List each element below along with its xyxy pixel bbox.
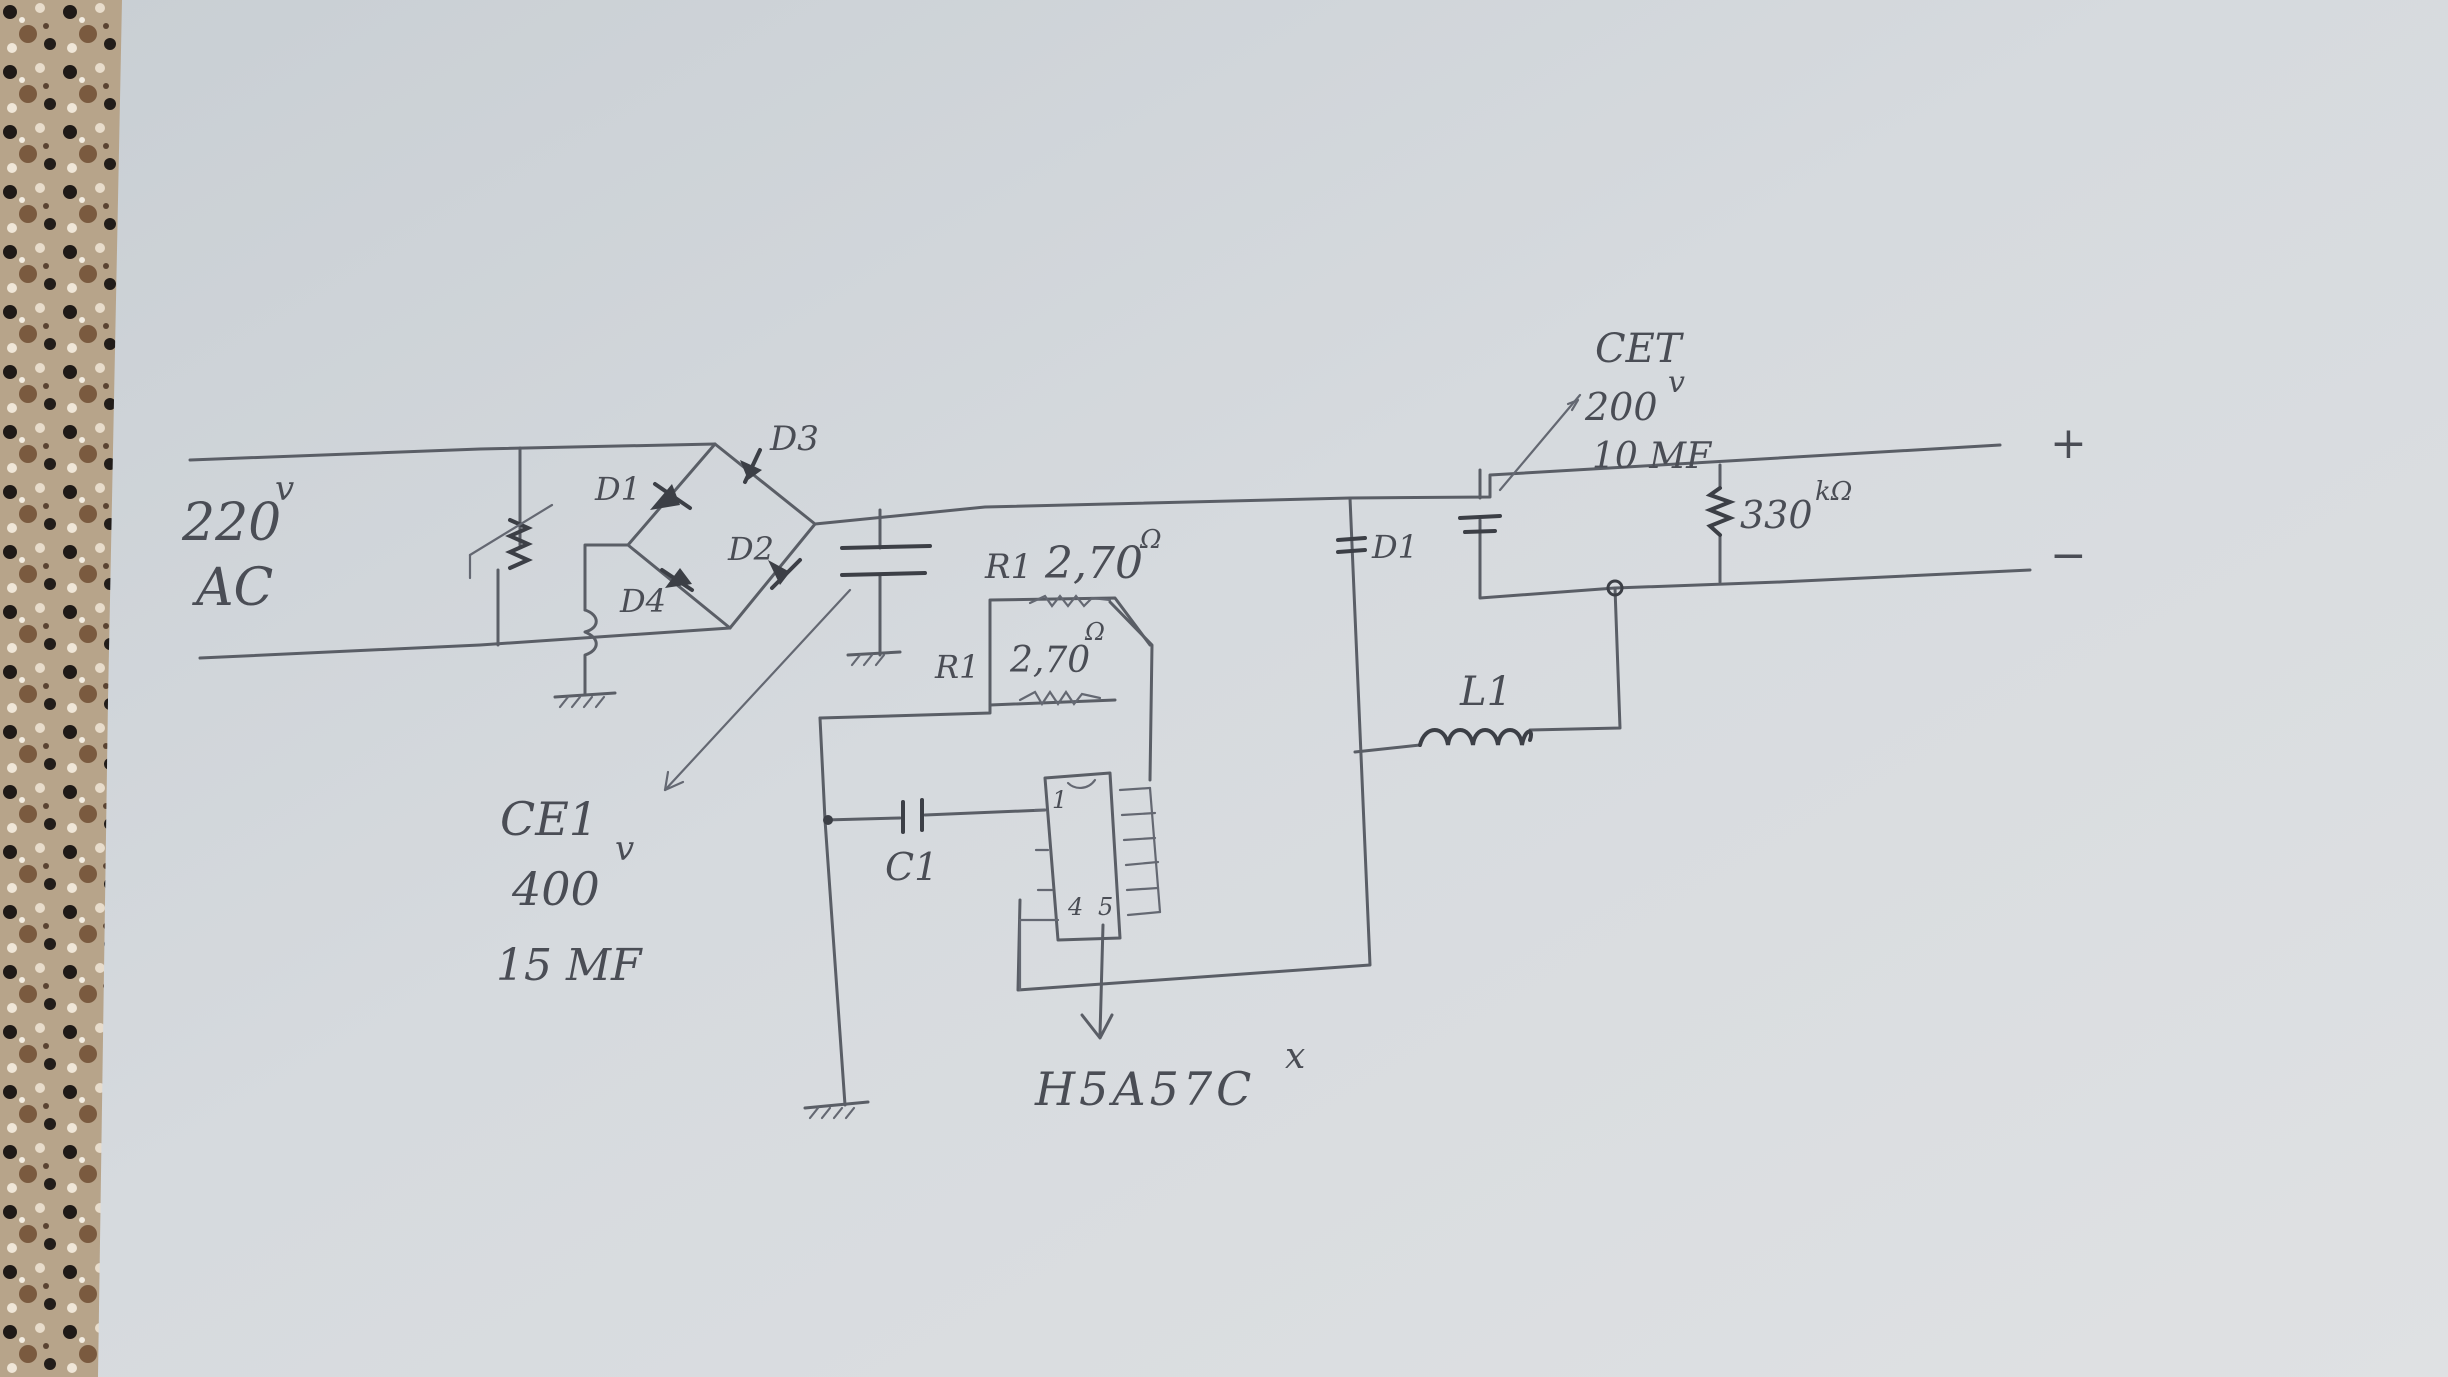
c1-label: C1 — [885, 845, 938, 889]
ic-pin1-label: 1 — [1052, 786, 1067, 814]
inductor-label: L1 — [1459, 669, 1512, 715]
output-minus-label: − — [2050, 530, 2087, 581]
ce1-voltage-label: 400 — [511, 862, 600, 916]
ground-symbol — [803, 1100, 870, 1120]
labels: 220 v AC D1 D3 D2 D4 CE1 400 v 15 MF R1 … — [181, 326, 2087, 1116]
ac-voltage-unit: v — [275, 469, 294, 509]
ground-symbol — [846, 650, 902, 667]
ic-chip — [1018, 771, 1162, 992]
diode-d4-label: D4 — [619, 582, 666, 620]
varistor-symbol — [468, 503, 554, 580]
ground-symbol — [553, 691, 617, 709]
output-plus-label: + — [2050, 418, 2087, 469]
ac-voltage-label: 220 — [181, 493, 281, 553]
resistor-r1-top — [1028, 594, 1112, 608]
diode-d2 — [768, 558, 802, 590]
junction-dot — [1606, 579, 1624, 597]
diode-d1 — [650, 482, 692, 510]
paper-sheet — [98, 0, 2448, 1377]
ce1-voltage-unit: v — [615, 829, 634, 869]
diode-d1-label: D1 — [594, 470, 641, 508]
diode-d1-output-label: D1 — [1371, 528, 1418, 566]
junction-dot — [823, 815, 833, 825]
resistor-load — [1704, 486, 1736, 537]
ic-pin5-label: 5 — [1098, 893, 1113, 921]
ic-part-suffix: x — [1285, 1036, 1305, 1077]
r1-top-unit: Ω — [1139, 525, 1162, 555]
inductor-l1 — [1418, 728, 1533, 747]
cet-voltage-unit: v — [1668, 365, 1685, 400]
r1-bottom-unit: Ω — [1084, 618, 1105, 646]
cet-name-label: CET — [1595, 326, 1685, 372]
diode-d4 — [660, 568, 694, 592]
ic-part-label: H5A57C — [1034, 1062, 1255, 1116]
capacitor-ce1 — [663, 544, 932, 792]
diode-d3 — [740, 448, 762, 484]
ic-pin4-label: 4 — [1067, 893, 1083, 921]
load-value-label: 330 — [1740, 493, 1813, 537]
resistor-r1-bottom — [1018, 690, 1102, 707]
diode-d1-output — [1336, 536, 1367, 554]
load-unit-label: kΩ — [1815, 477, 1852, 507]
ac-type-label: AC — [192, 558, 273, 618]
ce1-name-label: CE1 — [500, 792, 598, 846]
diode-d2-label: D2 — [727, 530, 774, 568]
diode-d3-label: D3 — [769, 419, 819, 459]
r1-bottom-value: 2,70 — [1009, 640, 1090, 681]
cet-voltage-label: 200 — [1584, 385, 1658, 429]
r1-bottom-label: R1 — [934, 648, 979, 686]
ce1-capacitance-label: 15 MF — [496, 940, 643, 991]
capacitor-c1 — [901, 798, 924, 834]
coil-symbol — [583, 608, 598, 662]
cet-capacitance-label: 10 MF — [1592, 436, 1713, 477]
capacitor-cet — [1458, 393, 1582, 534]
r1-top-value: 2,70 — [1044, 538, 1143, 589]
r1-top-label: R1 — [984, 547, 1032, 587]
